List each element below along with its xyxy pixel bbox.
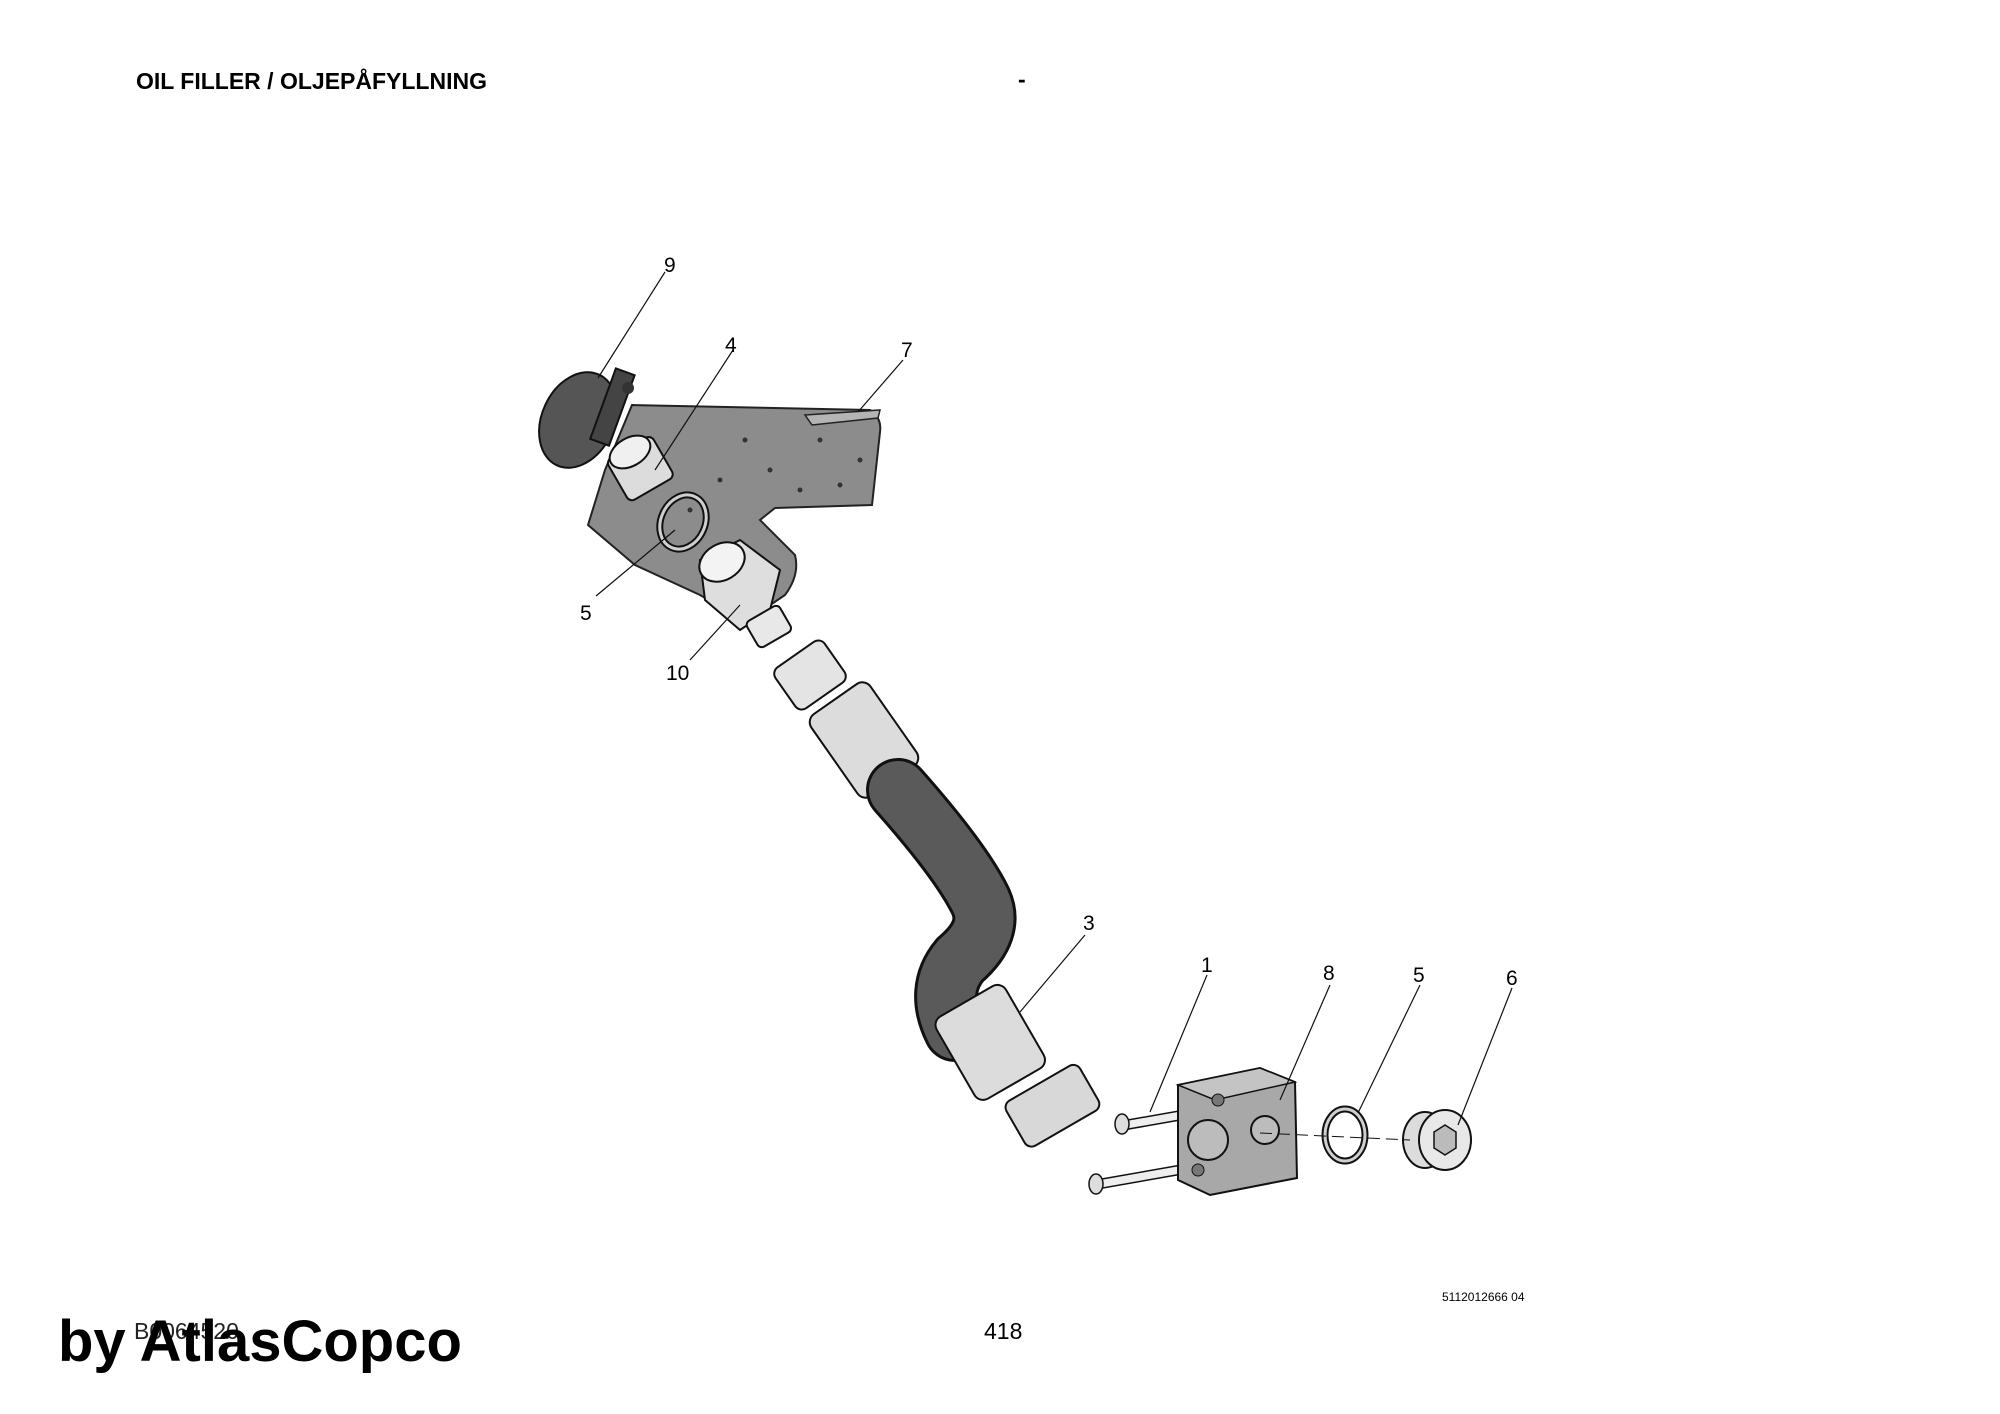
callout-9: 9 — [664, 254, 676, 277]
callout-5-lower: 5 — [1413, 964, 1425, 987]
title-separator: - — [1018, 66, 1026, 92]
filler-fitting — [607, 434, 674, 502]
assembly-axis-line — [1259, 1132, 1411, 1141]
callout-4: 4 — [725, 334, 737, 357]
adapter-block — [1175, 1066, 1299, 1197]
page-number: 418 — [984, 1318, 1023, 1344]
figure-reference: 5112012666 04 — [1442, 1290, 1525, 1304]
watermark: by AtlasCopco — [58, 1309, 462, 1374]
hex-nut-fitting — [698, 538, 792, 649]
oil-hose — [773, 639, 1101, 1148]
filler-cap — [538, 367, 636, 469]
callout-7: 7 — [901, 339, 913, 362]
callout-10: 10 — [666, 662, 689, 685]
callout-1: 1 — [1201, 954, 1213, 977]
callout-5-upper: 5 — [580, 602, 592, 625]
callout-6: 6 — [1506, 967, 1518, 990]
leader-lines — [595, 271, 1513, 1126]
callout-8: 8 — [1323, 962, 1335, 985]
page-title: OIL FILLER / OLJEPÅFYLLNING — [136, 68, 487, 94]
document-id: B0064520 — [134, 1318, 239, 1344]
callout-3: 3 — [1083, 912, 1095, 935]
